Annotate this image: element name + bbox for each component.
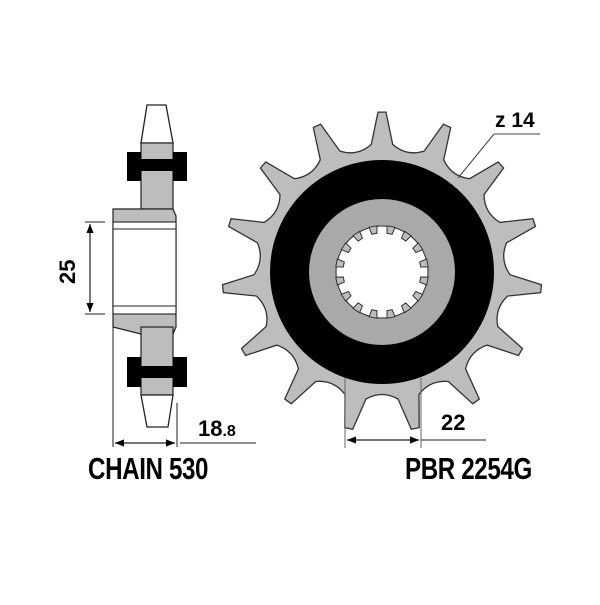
part-number-label: PBR 2254G — [405, 451, 532, 486]
side-top-tooth — [140, 104, 174, 144]
pitch-dimension — [344, 378, 486, 448]
spline-teeth — [335, 225, 429, 319]
width-main: 18 — [198, 416, 223, 441]
front-view — [221, 111, 543, 431]
side-upper-body — [140, 142, 174, 210]
side-lower-chain-link — [127, 357, 187, 387]
side-bore — [112, 221, 177, 315]
splined-bore — [335, 225, 429, 319]
teeth-leader — [457, 133, 540, 179]
width-dimension-label: 18.8 — [198, 418, 236, 440]
side-upper-chain-link — [127, 152, 187, 181]
width-dimension — [112, 327, 256, 447]
pitch-dimension-label: 22 — [441, 410, 466, 435]
teeth-count-label: z 14 — [495, 109, 535, 132]
side-profile-view — [112, 104, 187, 428]
width-decimal: .8 — [222, 423, 236, 440]
side-bottom-tooth — [140, 394, 174, 428]
side-lower-body — [140, 326, 174, 396]
bore-dimension — [85, 221, 105, 315]
bore-dimension-label: 25 — [55, 259, 80, 284]
chain-size-label: CHAIN 530 — [88, 451, 209, 486]
